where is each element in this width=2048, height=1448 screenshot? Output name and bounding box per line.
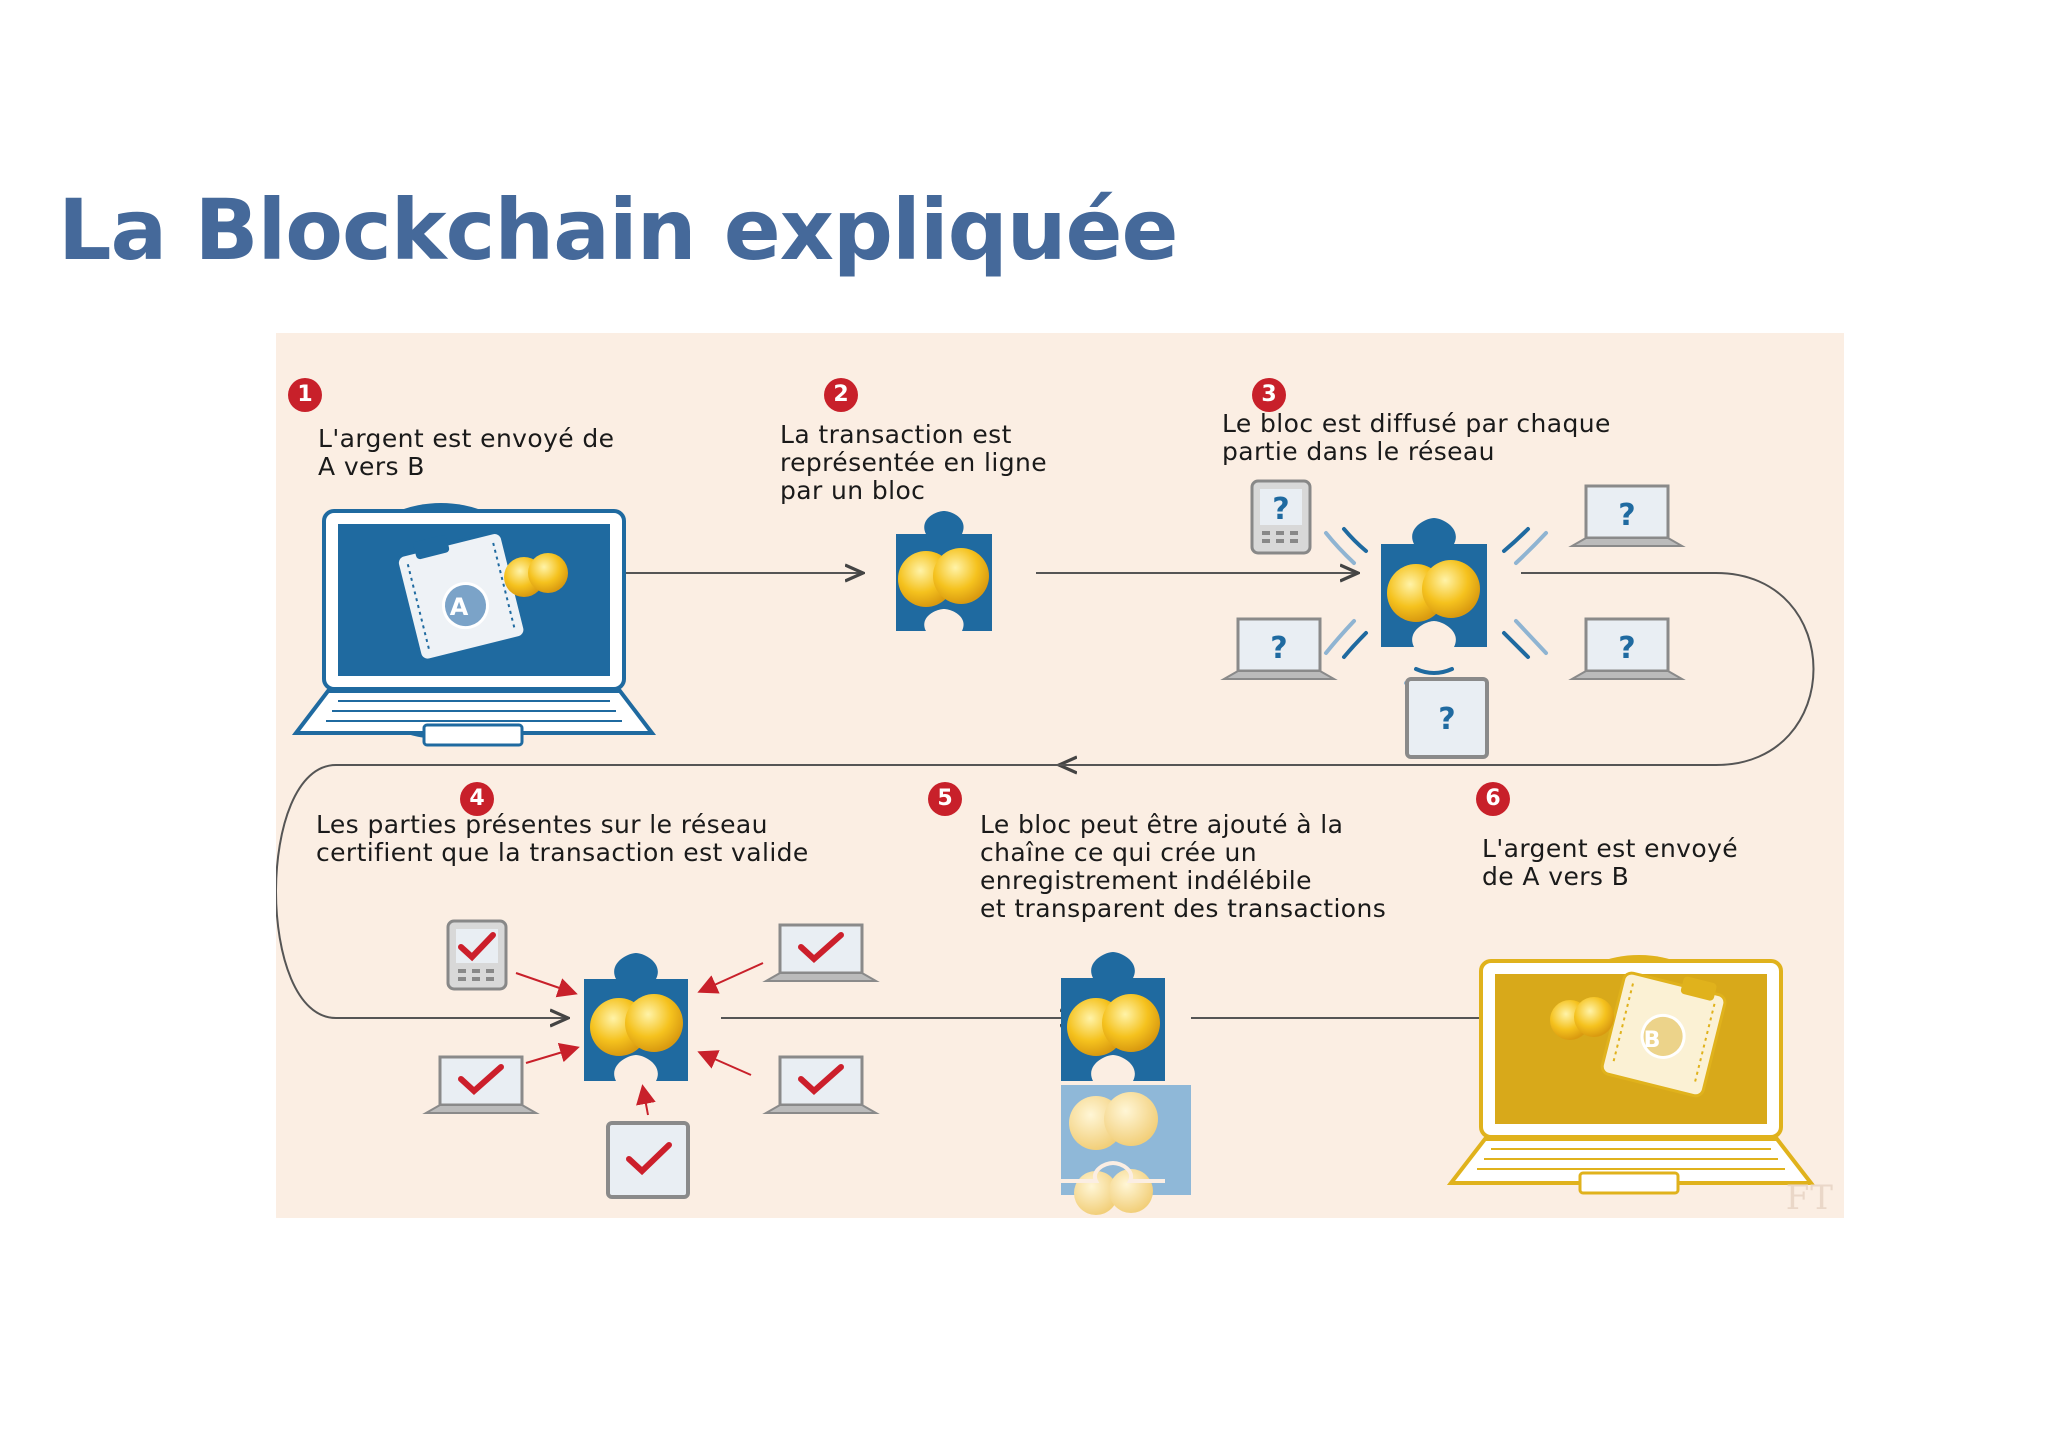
step-5-text: Le bloc peut être ajouté à la chaîne ce … bbox=[980, 810, 1387, 923]
step-2-badge: 2 bbox=[824, 378, 858, 412]
laptop-valid-top-icon bbox=[762, 923, 880, 982]
blockchain-chain-icon bbox=[1061, 952, 1191, 1215]
step-2-text: La transaction est représentée en ligne … bbox=[780, 420, 1048, 505]
blockchain-diagram: A bbox=[276, 333, 1844, 1218]
query-mark-laptop-right: ? bbox=[1618, 631, 1635, 666]
step-4-text: Les parties présentes sur le réseau cert… bbox=[316, 810, 809, 867]
wallet-a-label: A bbox=[450, 593, 469, 621]
step-4-badge: 4 bbox=[460, 782, 494, 816]
ft-watermark: FT bbox=[1785, 1178, 1834, 1218]
laptop-query-left-icon bbox=[1220, 617, 1338, 680]
validation-arrows bbox=[515, 962, 764, 1116]
coins-step1-icon bbox=[504, 553, 568, 597]
query-mark-tablet: ? bbox=[1438, 702, 1455, 737]
query-mark-laptop-top: ? bbox=[1618, 498, 1635, 533]
query-mark-phone: ? bbox=[1272, 492, 1289, 527]
laptop-valid-left-icon bbox=[422, 1055, 540, 1114]
step-3-text: Le bloc est diffusé par chaque partie da… bbox=[1222, 409, 1611, 466]
arrow-3-to-4 bbox=[1061, 572, 1815, 765]
slide-title: La Blockchain expliquée bbox=[58, 181, 1178, 279]
phone-query-icon bbox=[1250, 479, 1312, 555]
laptop-query-top-icon bbox=[1568, 484, 1686, 547]
step-5-badge: 5 bbox=[928, 782, 962, 816]
arrow-loop-to-4 bbox=[276, 764, 1066, 1018]
block-step3-icon bbox=[1381, 518, 1487, 647]
step-1-badge: 1 bbox=[288, 378, 322, 412]
tablet-query-icon bbox=[1405, 677, 1489, 759]
query-mark-laptop-left: ? bbox=[1270, 631, 1287, 666]
tablet-valid-icon bbox=[606, 1121, 690, 1199]
step-6-text: L'argent est envoyé de A vers B bbox=[1482, 834, 1739, 891]
coins-step6-icon bbox=[1550, 997, 1614, 1040]
block-step2-icon bbox=[896, 511, 992, 631]
wallet-b-label: B bbox=[1644, 1028, 1661, 1053]
step-3-badge: 3 bbox=[1252, 378, 1286, 412]
laptop-valid-right-icon bbox=[762, 1055, 880, 1114]
phone-valid-icon bbox=[446, 919, 508, 991]
wallet-b-icon bbox=[1600, 971, 1727, 1098]
laptop-query-right-icon bbox=[1568, 617, 1686, 680]
step-6-badge: 6 bbox=[1476, 782, 1510, 816]
diagram-graphics: A bbox=[276, 479, 1816, 1215]
flow-arrows bbox=[276, 572, 1815, 1018]
step-1-text: L'argent est envoyé de A vers B bbox=[318, 424, 615, 481]
block-step4-icon bbox=[584, 953, 688, 1081]
